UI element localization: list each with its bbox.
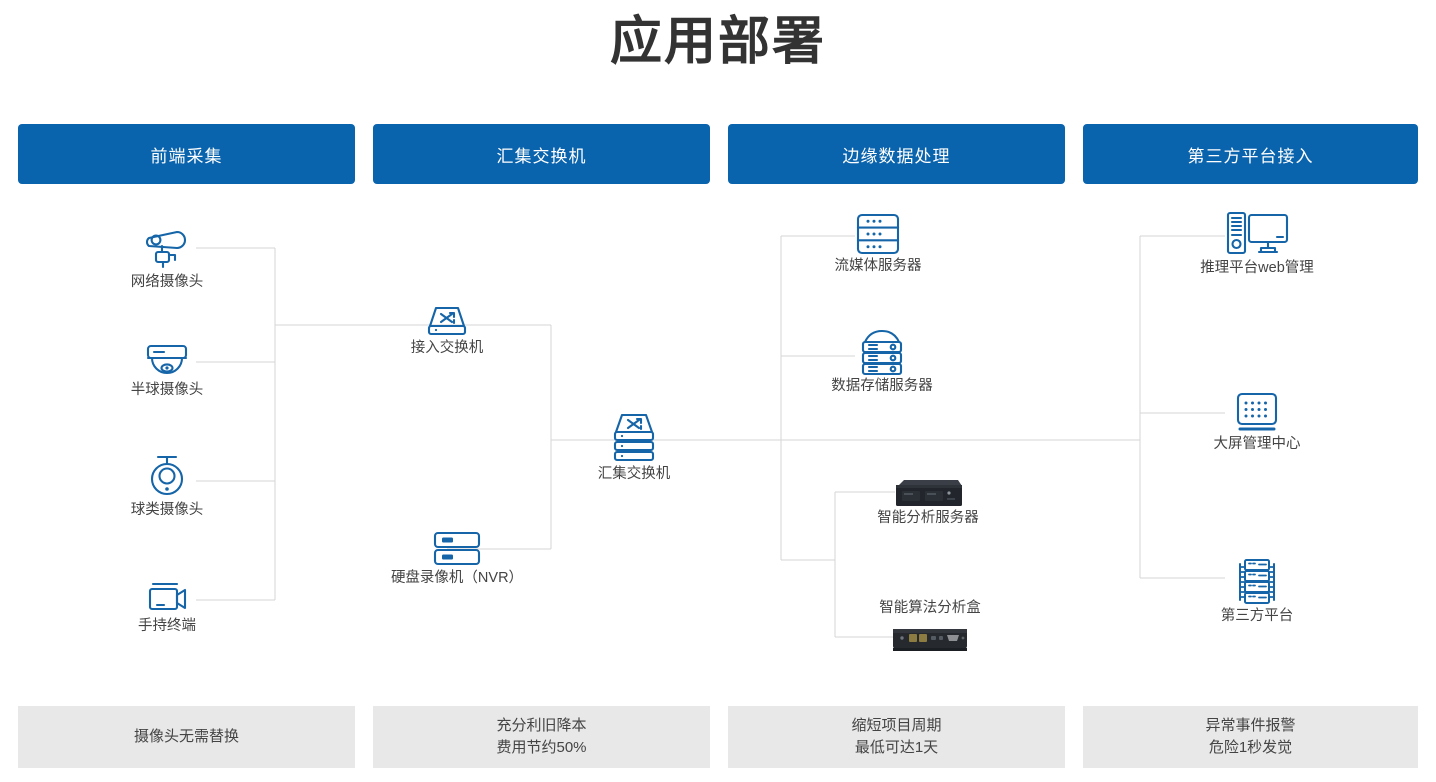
footer-benefit-front-end: 摄像头无需替换 (18, 706, 355, 768)
handheld-camcorder-icon (107, 578, 227, 618)
node-label: 智能算法分析盒 (879, 600, 981, 616)
page-title: 应用部署 (609, 13, 826, 71)
node-dome-camera[interactable]: 半球摄像头 (107, 340, 227, 399)
node-storage-server[interactable]: 数据存储服务器 (822, 326, 942, 395)
node-label: 流媒体服务器 (834, 258, 922, 274)
algorithm-box-photo (866, 623, 994, 653)
node-algorithm-box[interactable]: 智能算法分析盒 (866, 600, 994, 653)
column-headers: 前端采集 汇集交换机 边缘数据处理 第三方平台接入 (18, 124, 1418, 184)
node-streaming-server[interactable]: 流媒体服务器 (818, 210, 938, 275)
footer-line: 异常事件报警 (1205, 717, 1296, 735)
footer-line: 费用节约50% (496, 739, 587, 756)
video-wall-icon (1192, 390, 1322, 436)
footer-line: 摄像头无需替换 (133, 728, 239, 746)
node-label: 球类摄像头 (130, 502, 204, 518)
column-header-third-party[interactable]: 第三方平台接入 (1083, 124, 1418, 184)
node-label: 大屏管理中心 (1213, 436, 1301, 452)
column-header-switch[interactable]: 汇集交换机 (373, 124, 710, 184)
node-aggregation-switch[interactable]: 汇集交换机 (574, 410, 694, 483)
node-label: 数据存储服务器 (831, 378, 933, 394)
dome-camera-icon (107, 340, 227, 382)
node-ptz-camera[interactable]: 球类摄像头 (107, 452, 227, 519)
node-label: 智能分析服务器 (877, 510, 979, 526)
node-label: 第三方平台 (1220, 608, 1294, 624)
node-label: 硬盘录像机（NVR） (390, 570, 524, 586)
footer-benefit-edge: 缩短项目周期 最低可达1天 (728, 706, 1065, 768)
footer-line: 充分利旧降本 (496, 717, 587, 735)
stacked-switch-icon (574, 410, 694, 466)
footer-benefit-third-party: 异常事件报警 危险1秒发觉 (1083, 706, 1418, 768)
node-handheld-terminal[interactable]: 手持终端 (107, 578, 227, 635)
nvr-icon (377, 528, 537, 570)
node-label: 接入交换机 (410, 340, 484, 356)
footer-line: 危险1秒发觉 (1208, 739, 1293, 756)
node-label: 推理平台web管理 (1200, 260, 1314, 276)
desktop-pc-icon (1182, 208, 1332, 260)
node-label: 网络摄像头 (130, 274, 204, 290)
column-header-front-end[interactable]: 前端采集 (18, 124, 355, 184)
rack-server-icon (818, 210, 938, 258)
node-network-camera[interactable]: 网络摄像头 (107, 224, 227, 291)
footer-line: 缩短项目周期 (851, 717, 942, 735)
ptz-camera-icon (107, 452, 227, 502)
footer-line: 最低可达1天 (854, 739, 939, 756)
node-label: 半球摄像头 (130, 382, 204, 398)
footer-benefit-switch: 充分利旧降本 费用节约50% (373, 706, 710, 768)
storage-server-icon (822, 326, 942, 378)
column-header-edge[interactable]: 边缘数据处理 (728, 124, 1065, 184)
node-label: 手持终端 (138, 618, 196, 634)
analysis-server-photo (866, 476, 990, 510)
node-analysis-server[interactable]: 智能分析服务器 (866, 476, 990, 527)
node-nvr[interactable]: 硬盘录像机（NVR） (377, 528, 537, 587)
node-label: 汇集交换机 (597, 466, 671, 482)
bullet-camera-icon (107, 224, 227, 274)
network-switch-icon (387, 302, 507, 340)
server-rack-icon (1192, 556, 1322, 608)
node-access-switch[interactable]: 接入交换机 (387, 302, 507, 357)
node-inference-web-management[interactable]: 推理平台web管理 (1182, 208, 1332, 277)
node-video-wall-center[interactable]: 大屏管理中心 (1192, 390, 1322, 453)
node-third-party-platform[interactable]: 第三方平台 (1192, 556, 1322, 625)
